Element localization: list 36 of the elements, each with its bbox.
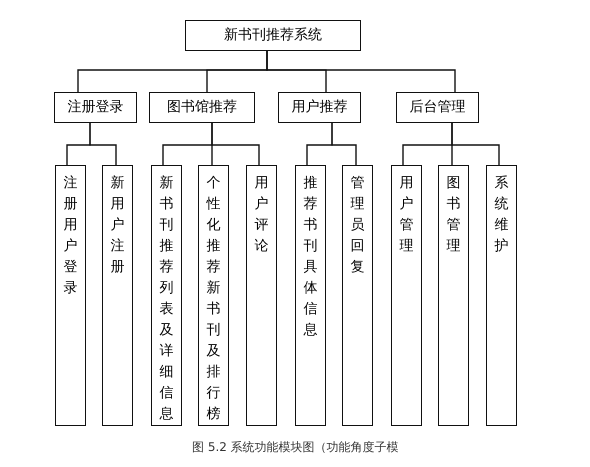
connector-line [451, 123, 500, 165]
module-box [295, 165, 326, 426]
module-label: 新书刊推荐系统 [224, 27, 322, 44]
connector-line [89, 123, 117, 165]
connector-line [211, 123, 260, 165]
module-box [396, 92, 479, 123]
module-box [149, 92, 255, 123]
module-label: 个性化推荐新书刊及排行榜 [206, 174, 220, 424]
module-label: 用户管理 [400, 174, 414, 256]
module-label: 用户推荐 [292, 99, 348, 116]
module-box [486, 165, 517, 426]
module-label: 推荐书刊具体信息 [304, 174, 318, 340]
module-box [102, 165, 133, 426]
module-label: 后台管理 [410, 99, 466, 116]
module-label: 新用户注册 [110, 174, 124, 277]
module-box [54, 92, 137, 123]
module-label: 注册用户登录 [64, 174, 78, 298]
module-label: 图书管理 [446, 174, 460, 256]
module-box [391, 165, 422, 426]
module-box [278, 92, 361, 123]
connector-line [266, 51, 456, 92]
module-label: 用户评论 [254, 174, 268, 256]
module-box [55, 165, 86, 426]
module-label: 新书刊推荐列表及详细信息 [160, 174, 174, 424]
module-label: 管理员回复 [350, 174, 364, 277]
module-box [151, 165, 182, 426]
module-label: 注册登录 [68, 99, 124, 116]
module-box [438, 165, 469, 426]
figure-caption: 图 5.2 系统功能模块图（功能角度子模 [192, 439, 399, 456]
module-box [342, 165, 373, 426]
module-box [185, 20, 361, 51]
connector-line [331, 123, 357, 165]
module-label: 图书馆推荐 [167, 99, 237, 116]
module-box [246, 165, 277, 426]
module-box [198, 165, 229, 426]
module-label: 系统维护 [494, 174, 508, 256]
